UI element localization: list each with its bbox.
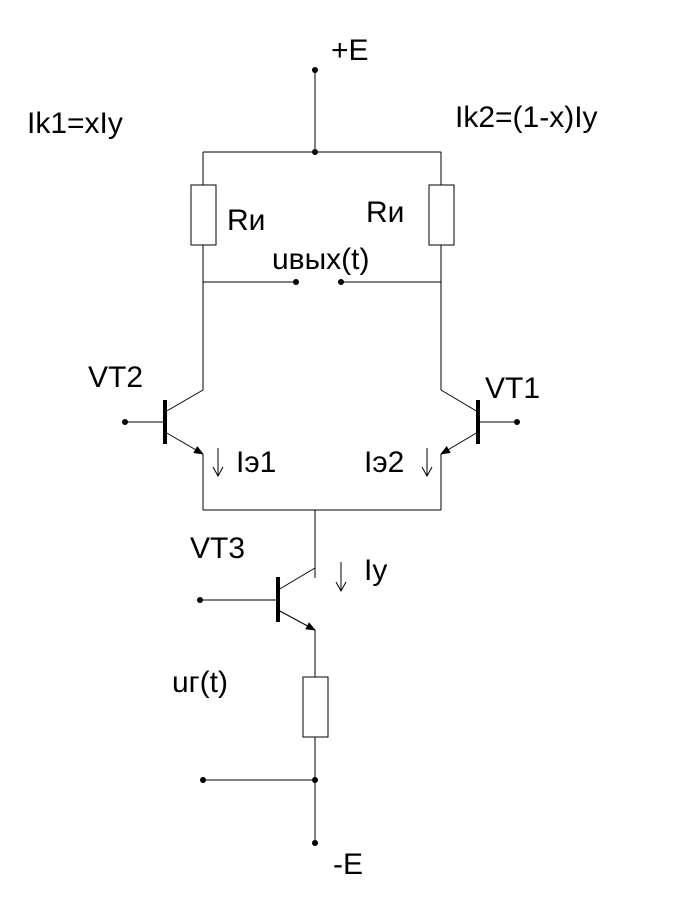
label-vt3: VT3 bbox=[190, 532, 245, 565]
label-resistor-left: Rи bbox=[227, 204, 265, 237]
transistor-vt2 bbox=[122, 389, 204, 510]
transistor-vt1 bbox=[440, 389, 520, 510]
label-vt1: VT1 bbox=[485, 372, 540, 405]
current-arrow-ie2 bbox=[421, 448, 433, 478]
label-resistor-right: Rи bbox=[366, 196, 404, 229]
input-lead bbox=[200, 777, 318, 783]
label-vt2: VT2 bbox=[88, 361, 143, 394]
label-positive-supply: +E bbox=[331, 34, 369, 67]
label-ie2: Iэ2 bbox=[364, 446, 404, 479]
current-arrow-ie1 bbox=[212, 448, 224, 478]
top-rail bbox=[203, 149, 441, 155]
label-input-signal: uг(t) bbox=[172, 666, 228, 699]
label-ie1: Iэ1 bbox=[236, 446, 276, 479]
label-negative-supply: -E bbox=[333, 848, 363, 881]
resistor-emitter bbox=[302, 630, 329, 843]
emitter-bus bbox=[203, 509, 441, 578]
label-ik2: Ik2=(1-x)Iy bbox=[455, 101, 598, 134]
label-ik1: Ik1=xIy bbox=[27, 107, 123, 140]
resistor-left bbox=[190, 152, 217, 282]
negative-supply-terminal bbox=[312, 840, 318, 846]
transistor-vt3 bbox=[197, 567, 316, 631]
positive-supply-terminal bbox=[312, 67, 318, 152]
current-arrow-iy bbox=[335, 562, 347, 593]
label-output-signal: uвых(t) bbox=[272, 243, 370, 276]
resistor-right bbox=[428, 152, 455, 282]
output-leads bbox=[203, 279, 441, 285]
label-iy: Iy bbox=[364, 554, 387, 587]
